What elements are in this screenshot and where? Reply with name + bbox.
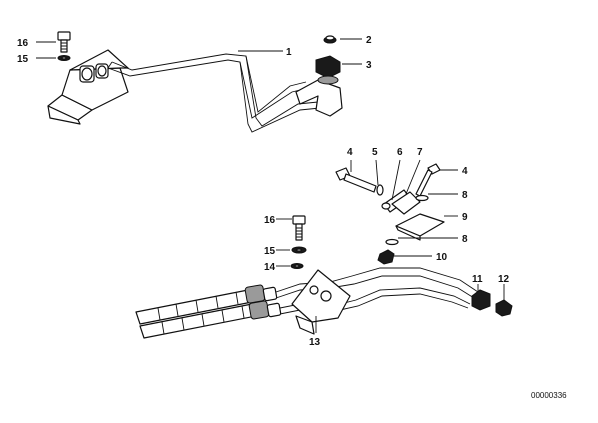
callout-14: 14 — [264, 262, 276, 273]
callout-3: 3 — [366, 60, 372, 71]
callout-16-upper: 16 — [17, 38, 29, 49]
callout-7: 7 — [417, 147, 423, 158]
callout-12: 12 — [498, 274, 510, 285]
callout-13: 13 — [309, 337, 321, 348]
callout-6: 6 — [397, 147, 403, 158]
callout-2: 2 — [366, 35, 372, 46]
clamp-hardware-cluster — [335, 163, 445, 265]
document-number: 00000336 — [531, 391, 567, 400]
callout-10: 10 — [436, 252, 448, 263]
callout-11: 11 — [472, 274, 483, 285]
callout-5: 5 — [372, 147, 378, 158]
callout-1: 1 — [286, 47, 292, 58]
callout-15-upper: 15 — [17, 54, 29, 65]
callout-15-lower: 15 — [264, 246, 276, 257]
callout-8-lower: 8 — [462, 234, 468, 245]
upper-pipe-assembly — [47, 31, 343, 133]
callout-9: 9 — [462, 212, 468, 223]
callouts: 1 2 3 16 15 4 5 6 7 4 8 9 8 10 16 15 14 … — [17, 35, 510, 348]
callout-4-left: 4 — [347, 147, 353, 158]
callout-4-right: 4 — [462, 166, 468, 177]
callout-16-lower: 16 — [264, 215, 276, 226]
callout-8-upper: 8 — [462, 190, 468, 201]
lower-pipe-assembly — [135, 215, 513, 339]
leader-lines — [36, 38, 505, 333]
